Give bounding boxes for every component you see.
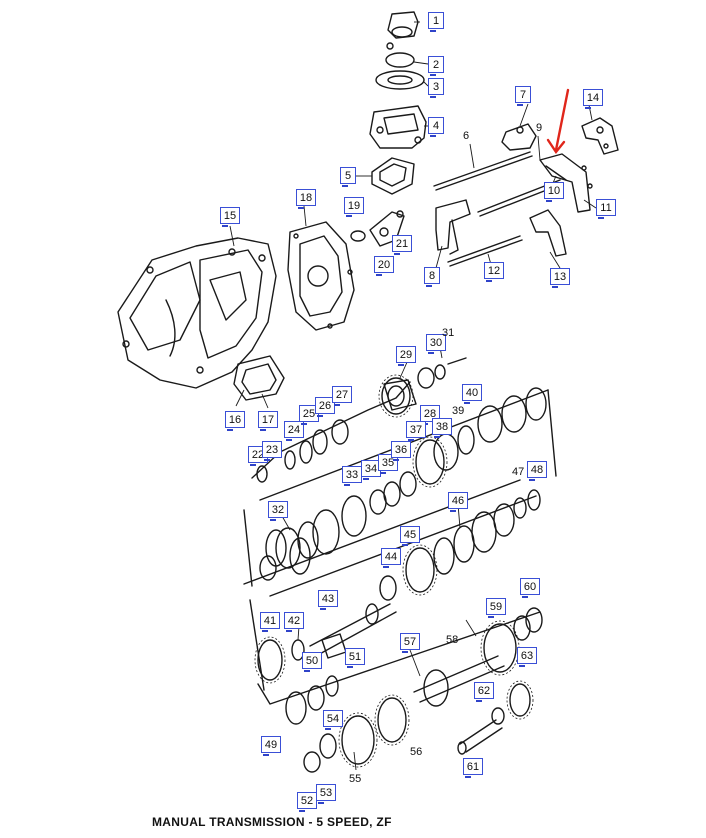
figure-caption: MANUAL TRANSMISSION - 5 SPEED, ZF bbox=[152, 815, 392, 829]
callout-1[interactable]: 1 bbox=[428, 12, 444, 32]
callout-6[interactable]: 6 bbox=[463, 130, 470, 142]
callout-39[interactable]: 39 bbox=[452, 405, 465, 417]
callout-10[interactable]: 10 bbox=[544, 182, 564, 202]
cover-plate bbox=[375, 42, 425, 90]
bearing-retainer bbox=[350, 210, 405, 247]
shift-cover-cap bbox=[387, 11, 419, 39]
callout-59[interactable]: 59 bbox=[486, 598, 506, 618]
callout-43[interactable]: 43 bbox=[318, 590, 338, 610]
callout-50[interactable]: 50 bbox=[302, 652, 322, 672]
callout-29[interactable]: 29 bbox=[396, 346, 416, 366]
callout-56[interactable]: 56 bbox=[410, 746, 423, 758]
callout-19[interactable]: 19 bbox=[344, 197, 364, 217]
callout-63[interactable]: 63 bbox=[517, 647, 537, 667]
input-shaft-assembly bbox=[251, 357, 467, 483]
callout-8[interactable]: 8 bbox=[424, 267, 440, 287]
callout-36[interactable]: 36 bbox=[391, 441, 411, 461]
gasket-16-17 bbox=[233, 355, 285, 401]
callout-16[interactable]: 16 bbox=[225, 411, 245, 431]
callout-49[interactable]: 49 bbox=[261, 736, 281, 756]
output-shaft-assembly bbox=[249, 599, 543, 725]
callout-11[interactable]: 11 bbox=[596, 199, 616, 219]
callout-31[interactable]: 31 bbox=[442, 327, 455, 339]
shift-fork-13 bbox=[529, 209, 567, 257]
callout-48[interactable]: 48 bbox=[527, 461, 547, 481]
counter-shaft-gear-set bbox=[243, 479, 541, 601]
callout-51[interactable]: 51 bbox=[345, 648, 365, 668]
red-arrow-annotation bbox=[546, 88, 570, 155]
callout-37[interactable]: 37 bbox=[406, 421, 426, 441]
callout-42[interactable]: 42 bbox=[284, 612, 304, 632]
callout-28[interactable]: 28 bbox=[420, 405, 440, 425]
callout-30[interactable]: 30 bbox=[426, 334, 446, 354]
callout-20[interactable]: 20 bbox=[374, 256, 394, 276]
selector-14 bbox=[581, 117, 619, 155]
callout-32[interactable]: 32 bbox=[268, 501, 288, 521]
callout-5[interactable]: 5 bbox=[340, 167, 356, 187]
callout-57[interactable]: 57 bbox=[400, 633, 420, 653]
callout-9[interactable]: 9 bbox=[536, 122, 543, 134]
callout-3[interactable]: 3 bbox=[428, 78, 444, 98]
shift-rods bbox=[433, 151, 563, 267]
reverse-gear-group bbox=[303, 655, 531, 773]
selector-7-9 bbox=[501, 123, 537, 151]
callout-40[interactable]: 40 bbox=[462, 384, 482, 404]
callout-24[interactable]: 24 bbox=[284, 421, 304, 441]
callout-55[interactable]: 55 bbox=[349, 773, 362, 785]
callout-2[interactable]: 2 bbox=[428, 56, 444, 76]
callout-45[interactable]: 45 bbox=[400, 526, 420, 546]
callout-27[interactable]: 27 bbox=[332, 386, 352, 406]
callout-61[interactable]: 61 bbox=[463, 758, 483, 778]
callout-21[interactable]: 21 bbox=[392, 235, 412, 255]
callout-58[interactable]: 58 bbox=[446, 634, 459, 646]
callout-13[interactable]: 13 bbox=[550, 268, 570, 288]
callout-44[interactable]: 44 bbox=[381, 548, 401, 568]
callout-23[interactable]: 23 bbox=[262, 441, 282, 461]
callout-52[interactable]: 52 bbox=[297, 792, 317, 812]
callout-47[interactable]: 47 bbox=[512, 466, 525, 478]
callout-12[interactable]: 12 bbox=[484, 262, 504, 282]
callout-15[interactable]: 15 bbox=[220, 207, 240, 227]
transmission-case bbox=[117, 237, 277, 389]
callout-54[interactable]: 54 bbox=[323, 710, 343, 730]
callout-7[interactable]: 7 bbox=[515, 86, 531, 106]
callout-14[interactable]: 14 bbox=[583, 89, 603, 109]
callout-41[interactable]: 41 bbox=[260, 612, 280, 632]
callout-18[interactable]: 18 bbox=[296, 189, 316, 209]
shift-housing bbox=[369, 105, 427, 149]
callout-17[interactable]: 17 bbox=[258, 411, 278, 431]
callout-53[interactable]: 53 bbox=[316, 784, 336, 804]
callout-38[interactable]: 38 bbox=[432, 418, 452, 438]
intermediate-housing bbox=[287, 221, 355, 331]
callout-62[interactable]: 62 bbox=[474, 682, 494, 702]
gasket-5 bbox=[371, 157, 415, 195]
callout-35[interactable]: 35 bbox=[378, 454, 398, 474]
shift-fork-8 bbox=[435, 199, 471, 255]
callout-46[interactable]: 46 bbox=[448, 492, 468, 512]
callout-60[interactable]: 60 bbox=[520, 578, 540, 598]
callout-4[interactable]: 4 bbox=[428, 117, 444, 137]
callout-33[interactable]: 33 bbox=[342, 466, 362, 486]
